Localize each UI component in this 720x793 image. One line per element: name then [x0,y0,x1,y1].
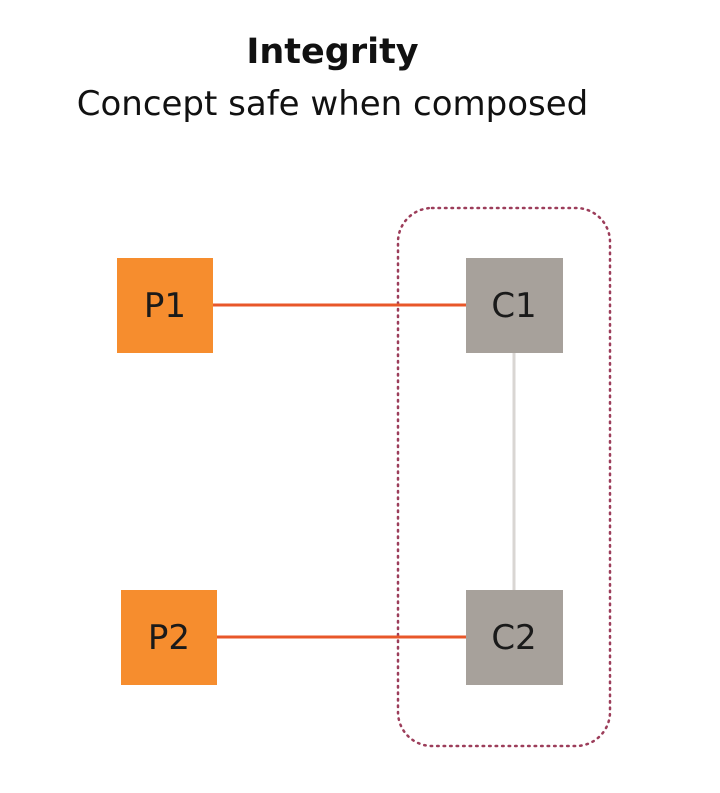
diagram-subtitle: Concept safe when composed [76,84,589,124]
node-p2-label: P2 [148,618,190,658]
concept-boundary [396,206,612,748]
node-c2: C2 [466,590,563,685]
node-p1: P1 [117,258,213,353]
node-p2: P2 [121,590,217,685]
diagram-title: Integrity [246,32,419,72]
node-c1-label: C1 [491,286,536,326]
node-c2-label: C2 [491,618,536,658]
node-p1-label: P1 [144,286,186,326]
node-c1: C1 [466,258,563,353]
